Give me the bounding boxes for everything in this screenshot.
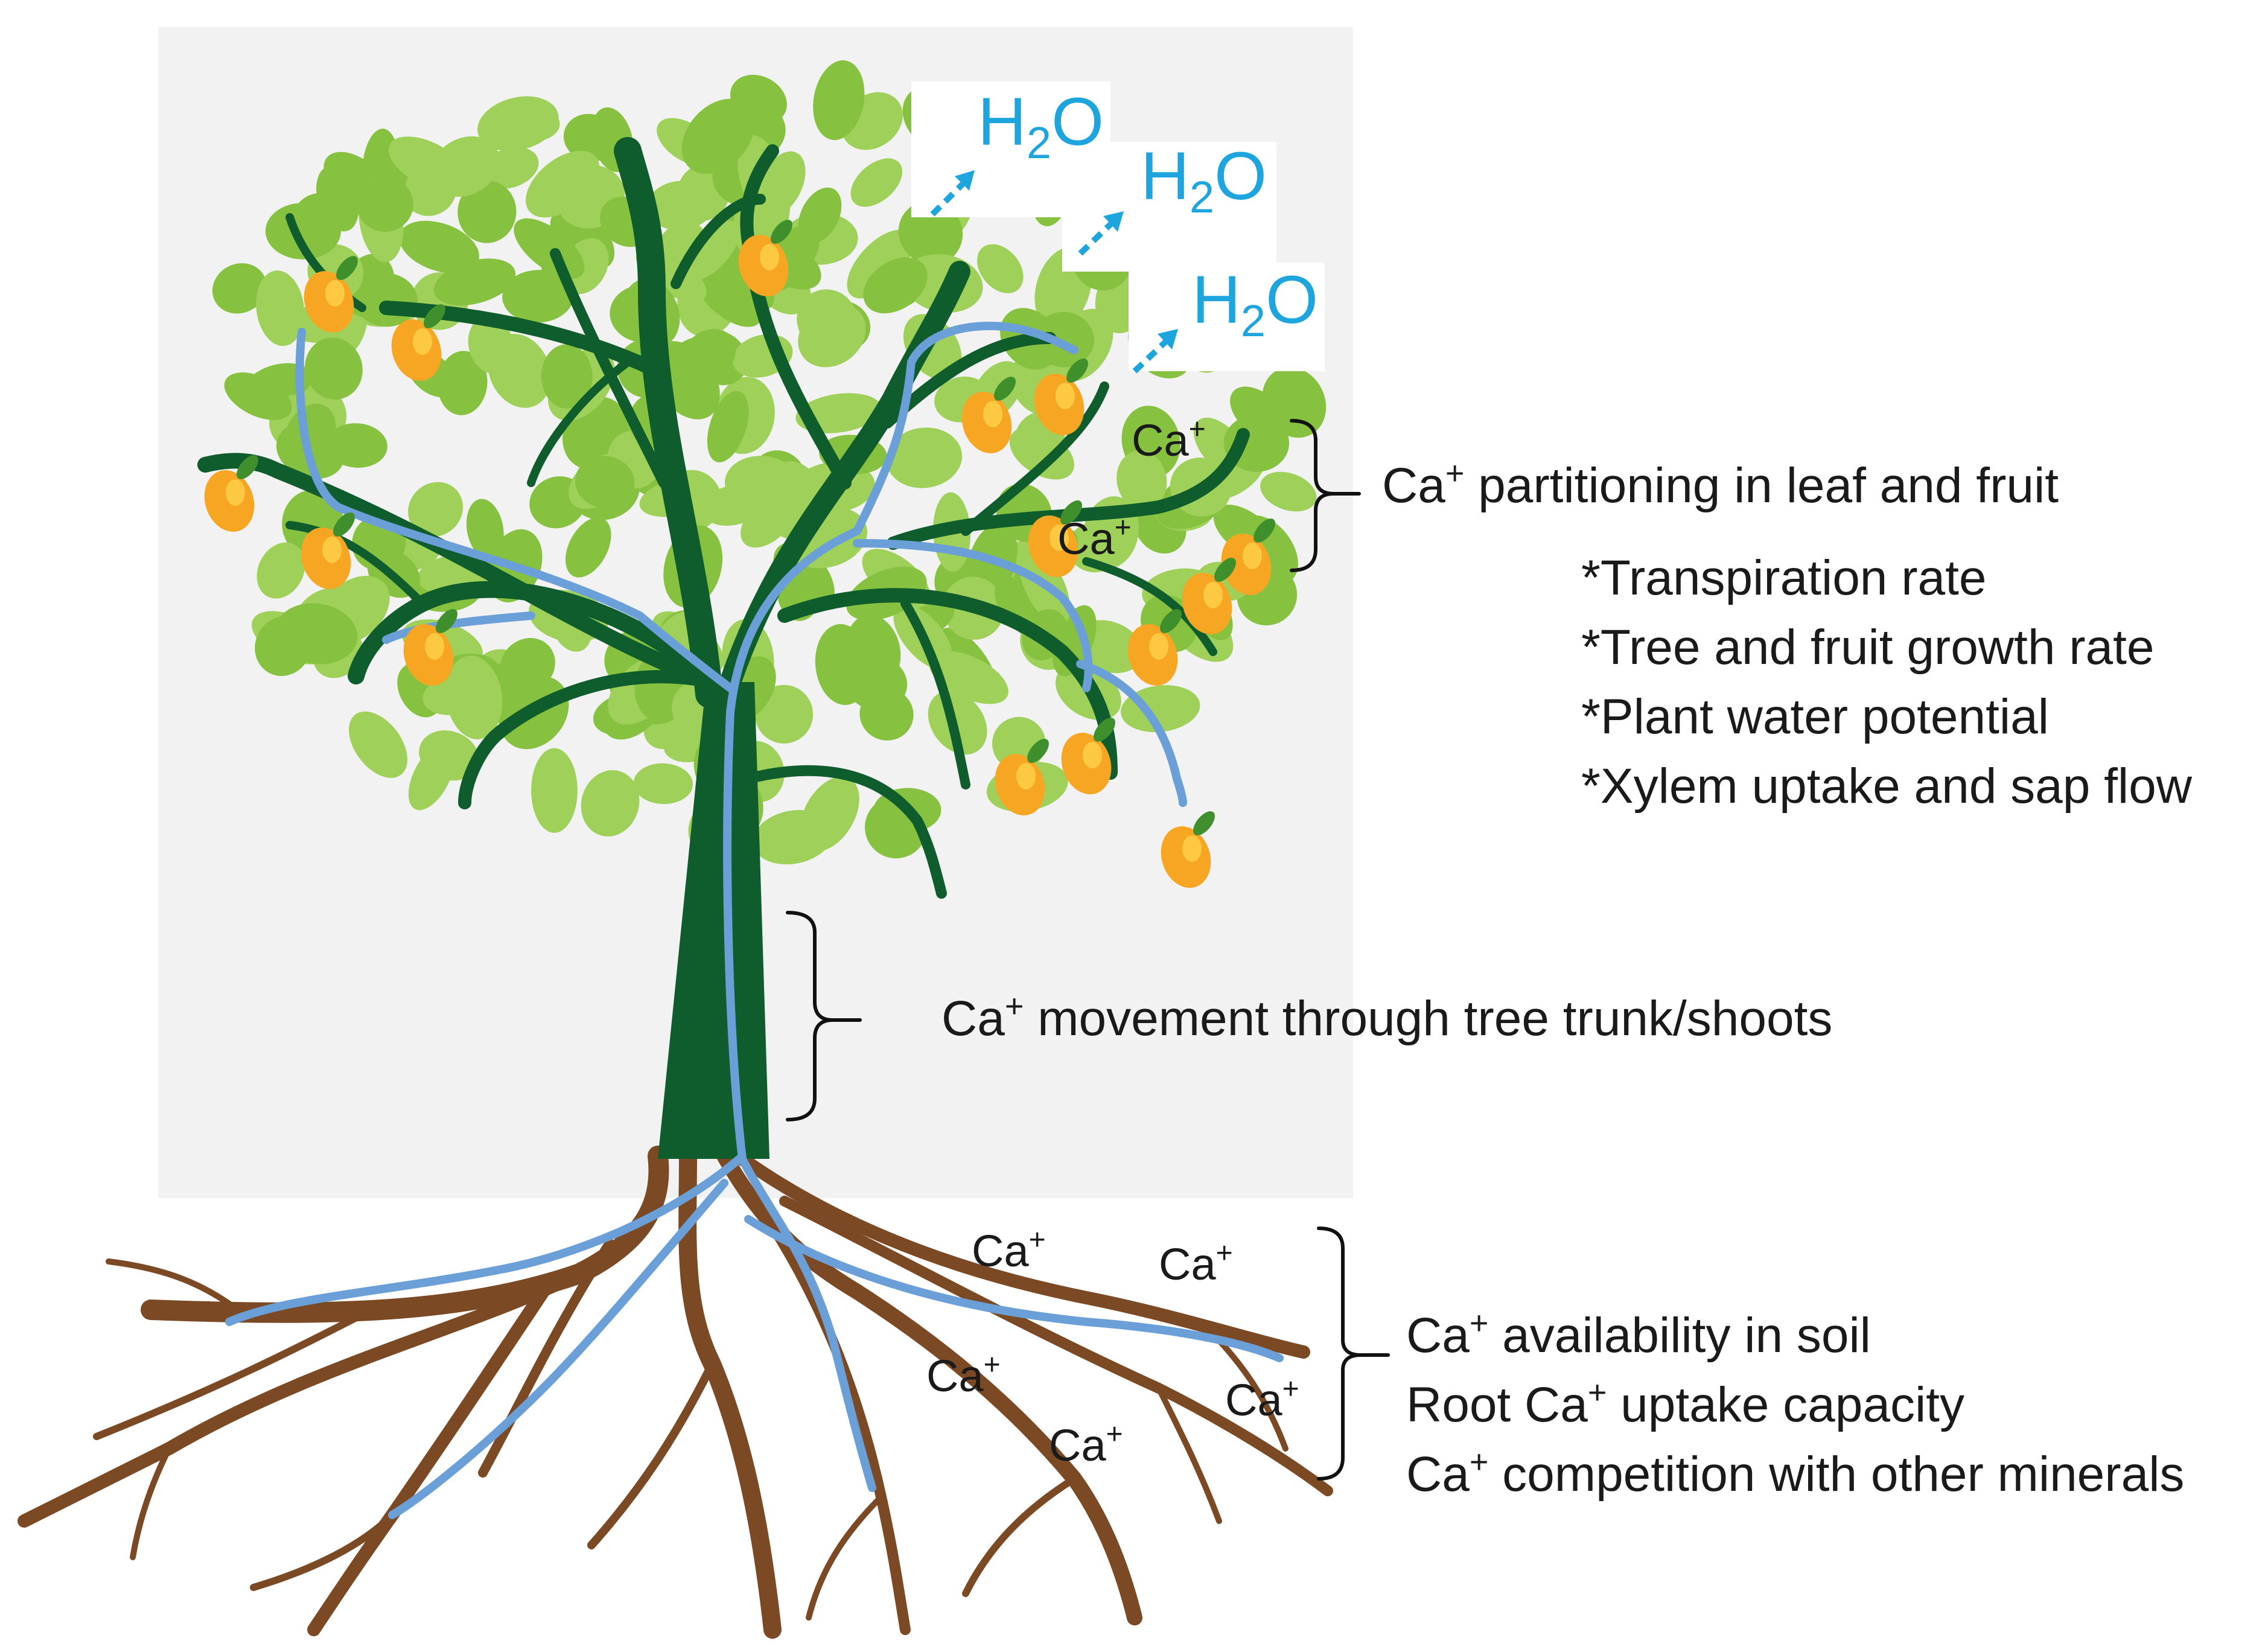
mango-fruit xyxy=(1028,500,1082,577)
leaf xyxy=(488,334,552,408)
mango-fruit xyxy=(403,609,457,686)
calcium-ion-markers: Ca+ Ca+ Ca+ Ca+ Ca+ Ca+ Ca+ xyxy=(926,413,1299,1470)
mango-fruit xyxy=(391,304,445,381)
leaf xyxy=(1117,450,1167,510)
ca-ion-soil-5: Ca+ xyxy=(1049,1418,1123,1470)
leaf xyxy=(581,770,640,837)
leaf xyxy=(863,257,928,314)
leaf xyxy=(798,187,842,244)
leaf xyxy=(457,180,517,243)
leaf xyxy=(683,220,740,281)
mango-fruit xyxy=(1161,811,1215,888)
trunk-bracket xyxy=(786,911,862,1121)
leaf xyxy=(433,258,516,306)
leaf xyxy=(565,517,611,578)
canopy-factors-list: *Transpiration rate *Tree and fruit grow… xyxy=(1581,550,2193,814)
water-arrow-3 xyxy=(1132,329,1178,374)
tree-roots xyxy=(18,1146,1333,1639)
leaf xyxy=(725,456,800,512)
leaf xyxy=(859,688,914,741)
leaf xyxy=(633,763,693,805)
leaf xyxy=(1262,367,1327,438)
leaf xyxy=(356,176,413,232)
factor-transpiration: *Transpiration rate xyxy=(1581,550,1987,605)
factor-water-potential: *Plant water potential xyxy=(1581,689,2049,744)
leaf xyxy=(531,748,578,833)
mango-fruit xyxy=(204,455,258,532)
leaf xyxy=(929,651,1008,704)
leaf xyxy=(754,684,814,744)
leaf xyxy=(697,271,762,327)
soil-item-availability: Ca+ availability in soil xyxy=(1406,1305,1871,1363)
mango-fruit xyxy=(961,377,1016,453)
leaf xyxy=(846,614,901,687)
water-label-3: H2O xyxy=(1192,262,1318,346)
ca-ion-soil-1: Ca+ xyxy=(972,1224,1046,1276)
leaf xyxy=(305,337,363,400)
water-arrow-1 xyxy=(930,170,975,217)
leaf xyxy=(976,244,1024,293)
canopy-bracket xyxy=(1290,419,1361,572)
ca-ion-soil-2: Ca+ xyxy=(1159,1237,1233,1289)
leaf xyxy=(847,229,913,299)
leaf xyxy=(541,344,593,409)
annotation-brackets xyxy=(786,419,1390,1481)
water-vapor-labels: H2O H2O H2O xyxy=(911,81,1325,374)
ca-ion-soil-4: Ca+ xyxy=(1225,1373,1299,1425)
leaf xyxy=(349,711,407,778)
leaf xyxy=(813,60,865,141)
leaf xyxy=(466,499,504,560)
leaf xyxy=(494,104,560,142)
leaf xyxy=(265,203,341,260)
soil-item-competition: Ca+ competition with other minerals xyxy=(1406,1444,2184,1502)
mango-fruit xyxy=(301,512,355,589)
soil-factors-list: Ca+ availability in soil Root Ca+ uptake… xyxy=(1406,1305,2184,1502)
mango-fruit xyxy=(1221,518,1275,595)
leaf xyxy=(707,391,749,462)
leaf xyxy=(514,218,585,279)
leaf xyxy=(224,372,292,420)
leaf xyxy=(408,743,455,811)
leaf xyxy=(256,542,305,599)
ca-ion-soil-3: Ca+ xyxy=(926,1349,1001,1401)
leaf xyxy=(886,427,963,488)
mango-fruits xyxy=(204,220,1275,888)
mango-fruit xyxy=(1182,558,1236,634)
leaf xyxy=(850,158,903,207)
mango-fruit xyxy=(1034,359,1088,435)
mango-fruit xyxy=(995,739,1049,815)
mango-fruit xyxy=(1127,609,1182,686)
soil-item-root-uptake: Root Ca+ uptake capacity xyxy=(1406,1374,1964,1432)
water-label-2: H2O xyxy=(1141,138,1267,222)
canopy-heading: Ca+ partitioning in leaf and fruit xyxy=(1382,455,2059,513)
leaf xyxy=(399,220,480,273)
mango-fruit xyxy=(1061,718,1115,794)
leaf xyxy=(316,165,359,232)
leaf xyxy=(1260,471,1317,512)
mango-fruit xyxy=(304,256,358,333)
leaf xyxy=(408,482,464,537)
leaf xyxy=(797,289,857,350)
factor-growth-rate: *Tree and fruit growth rate xyxy=(1581,620,2155,675)
leaf xyxy=(502,270,574,323)
trunk-heading: Ca+ movement through tree trunk/shoots xyxy=(941,988,1832,1046)
ca-ion-canopy-2: Ca+ xyxy=(1057,512,1132,564)
leaf xyxy=(682,328,736,381)
leaf xyxy=(500,638,555,693)
water-arrow-2 xyxy=(1078,211,1124,256)
leaf xyxy=(431,136,500,197)
leaf xyxy=(575,456,635,509)
leaf xyxy=(275,603,358,665)
leaf xyxy=(563,113,617,162)
mango-fruit xyxy=(738,220,792,296)
leaf xyxy=(212,263,267,314)
factor-xylem-uptake: *Xylem uptake and sap flow xyxy=(1581,759,2193,814)
soil-bracket xyxy=(1317,1226,1390,1481)
ca-ion-canopy-1: Ca+ xyxy=(1132,413,1206,465)
water-label-1: H2O xyxy=(978,84,1104,168)
leaf xyxy=(800,776,859,852)
leaf xyxy=(928,690,987,755)
leaf xyxy=(681,98,754,174)
